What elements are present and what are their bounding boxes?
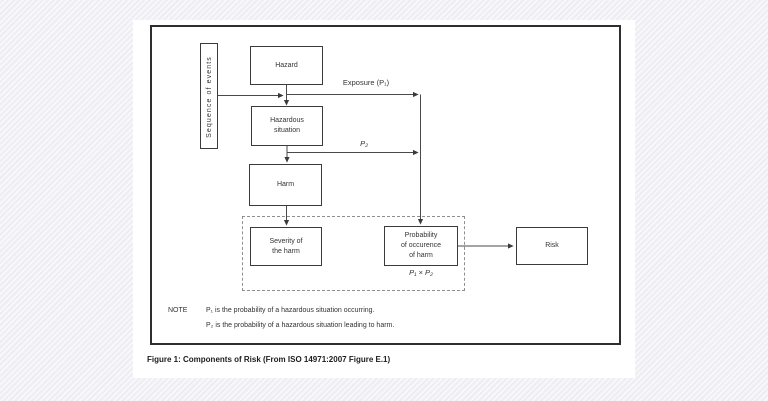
hazard-box: Hazard — [250, 46, 323, 85]
exposure-p1-edge-label: Exposure (P₁) — [342, 78, 390, 87]
severity-of-harm-box: Severity of the harm — [250, 227, 322, 266]
figure-frame — [150, 25, 621, 345]
harm-label: Harm — [276, 181, 295, 188]
sequence-of-events-label: Sequence of events — [206, 56, 213, 138]
probability-of-occurrence-label: Probability of occurence of harm — [400, 232, 442, 259]
p1-times-p2-formula-label: P₁ × P₂ — [409, 268, 433, 277]
note-heading: NOTE — [168, 307, 188, 314]
risk-box: Risk — [516, 227, 588, 265]
severity-of-harm-label: Severity of the harm — [269, 237, 303, 255]
note-line-1: P₁ is the probability of a hazardous sit… — [206, 307, 375, 314]
hazardous-situation-box: Hazardous situation — [251, 106, 323, 146]
hazardous-situation-label: Hazardous situation — [270, 117, 304, 134]
figure-caption: Figure 1: Components of Risk (From ISO 1… — [147, 355, 391, 364]
hazard-label: Hazard — [275, 61, 298, 69]
harm-box: Harm — [249, 164, 322, 206]
sequence-of-events-box: Sequence of events — [200, 43, 218, 149]
risk-label: Risk — [545, 242, 559, 249]
p2-edge-label: P₂ — [360, 139, 368, 148]
risk-components-group-box — [242, 216, 465, 291]
probability-of-occurrence-box: Probability of occurence of harm — [384, 226, 458, 266]
note-line-2: P₂ is the probability of a hazardous sit… — [206, 322, 395, 329]
